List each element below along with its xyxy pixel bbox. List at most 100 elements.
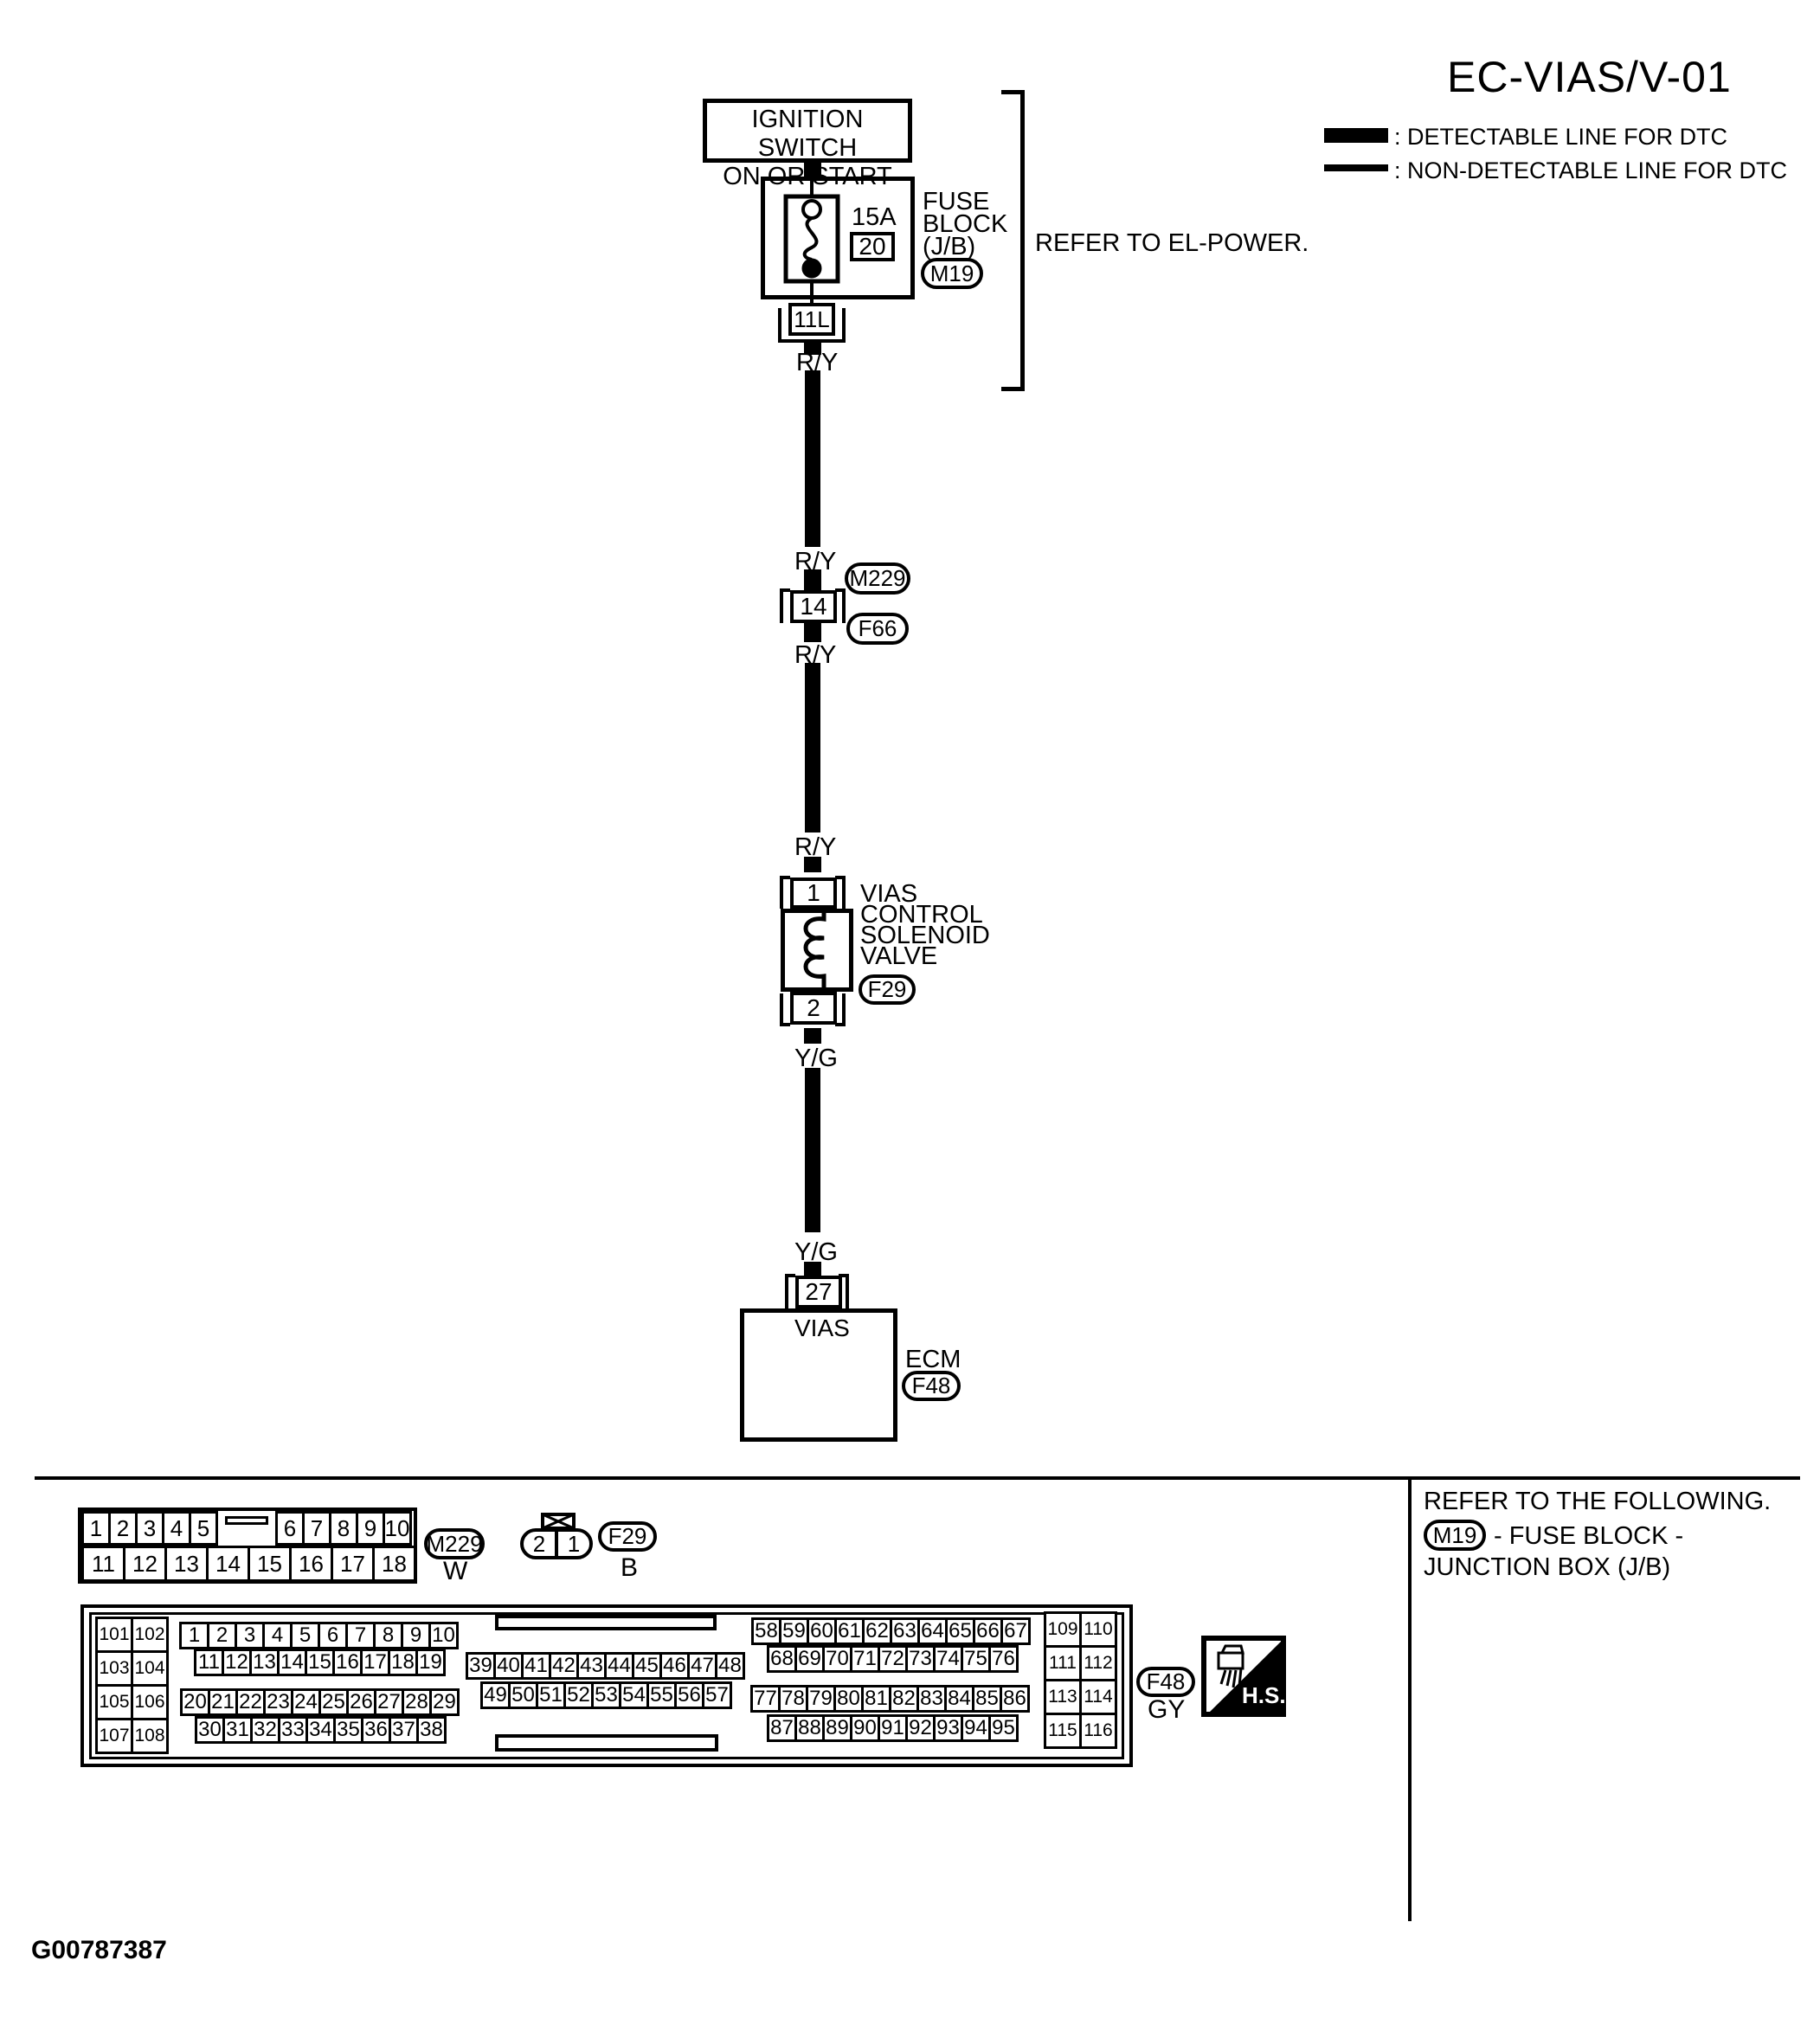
pin-cell: 102 — [131, 1617, 169, 1653]
connector-ref-m19: M19 — [921, 258, 983, 289]
pin-1-box: 1 — [790, 878, 837, 909]
pin-cell: 115 — [1044, 1713, 1082, 1749]
pin-cell: 9 — [356, 1511, 385, 1546]
pin-cell: 14 — [206, 1546, 250, 1582]
legend-non-detectable-label: : NON-DETECTABLE LINE FOR DTC — [1394, 158, 1788, 183]
connector-ref-m229-face: M229 — [424, 1528, 485, 1559]
pin-cell: 106 — [131, 1684, 169, 1720]
pin-cell: 17 — [331, 1546, 375, 1582]
connector-bracket-left — [780, 993, 790, 1026]
pin-cell: 93 — [933, 1714, 963, 1742]
pin-cell: 21 — [208, 1688, 238, 1716]
pin-cell: 110 — [1079, 1611, 1117, 1648]
pin-cell: 94 — [961, 1714, 991, 1742]
f29-pin-cell: 1 — [567, 1530, 581, 1557]
pin-cell: 73 — [905, 1645, 936, 1673]
pin-cell: 42 — [549, 1652, 579, 1680]
pin-cell: 32 — [250, 1716, 280, 1744]
pin-cell: 28 — [402, 1688, 432, 1716]
fuse-block-label2: BLOCK — [923, 210, 1008, 238]
refer-following-line1: REFER TO THE FOLLOWING. — [1424, 1488, 1772, 1515]
pin-cell: 40 — [493, 1652, 524, 1680]
pin-cell: 74 — [933, 1645, 963, 1673]
pin-cell: 39 — [466, 1652, 496, 1680]
pin-cell: 109 — [1044, 1611, 1082, 1648]
f29-pin-cell: 2 — [524, 1532, 558, 1556]
pin-cell: 89 — [822, 1714, 852, 1742]
pin-cell: 101 — [95, 1617, 133, 1653]
pin-cell: 33 — [278, 1716, 308, 1744]
pin-cell: 105 — [95, 1684, 133, 1720]
legend-thick-line — [1324, 128, 1388, 143]
pin-cell: 46 — [659, 1652, 690, 1680]
connector-ref-m229: M229 — [845, 562, 910, 595]
connector-bracket-left — [780, 876, 790, 909]
pin-cell: 35 — [333, 1716, 363, 1744]
pin-cell: 36 — [361, 1716, 391, 1744]
pin-cell: 76 — [988, 1645, 1019, 1673]
pin-cell: 86 — [1000, 1685, 1030, 1713]
f48-connector-outline-inner — [89, 1612, 1124, 1759]
pin-cell: 67 — [1000, 1617, 1031, 1645]
wire-stub — [804, 857, 821, 872]
ignition-switch-box: IGNITION SWITCH ON OR START — [703, 99, 912, 190]
pin-cell: 1 — [81, 1511, 111, 1546]
refer-following-line3: JUNCTION BOX (J/B) — [1424, 1553, 1671, 1581]
pin-cell: 63 — [890, 1617, 920, 1645]
refer-following-line2: - FUSE BLOCK - — [1494, 1522, 1684, 1550]
pin-cell: 59 — [779, 1617, 809, 1645]
pin-cell: 10 — [383, 1511, 412, 1546]
fuse-number-box: 20 — [850, 232, 895, 261]
pin-cell: 70 — [822, 1645, 852, 1673]
connector-ref-f66: F66 — [846, 613, 909, 645]
pin-cell: 92 — [905, 1714, 936, 1742]
fuse-icon — [783, 194, 840, 284]
pin-cell: 38 — [416, 1716, 447, 1744]
pin-cell: 72 — [878, 1645, 908, 1673]
fuse-block-box — [761, 177, 915, 299]
pin-cell: 81 — [861, 1685, 891, 1713]
pin-cell: 18 — [372, 1546, 416, 1582]
pin-cell: 1 — [179, 1622, 209, 1649]
pin-cell: 116 — [1079, 1713, 1117, 1749]
pin-cell: 88 — [794, 1714, 825, 1742]
wire-stub — [804, 569, 821, 590]
connector-ref-m19-footer: M19 — [1424, 1520, 1486, 1551]
refer-bracket-tick-top — [1001, 90, 1025, 94]
refer-bracket-tick-bottom — [1001, 387, 1025, 391]
pin-cell: 26 — [346, 1688, 376, 1716]
pin-cell: 43 — [576, 1652, 607, 1680]
pin-cell: 4 — [262, 1622, 293, 1649]
pin-11l-box: 11L — [788, 303, 835, 336]
pin-cell: 25 — [318, 1688, 349, 1716]
wire-stub — [804, 1028, 821, 1044]
pin-cell: 82 — [889, 1685, 919, 1713]
f48-top-tab — [495, 1615, 717, 1630]
wire-stub — [804, 1262, 821, 1276]
vertical-divider — [1408, 1476, 1412, 1921]
fuse-block-label1: FUSE — [923, 188, 990, 215]
pin-cell: 75 — [961, 1645, 991, 1673]
pin-cell: 112 — [1079, 1645, 1117, 1681]
pin-cell: 29 — [429, 1688, 460, 1716]
f48-bottom-tab — [495, 1734, 718, 1752]
solenoid-label3: SOLENOID — [860, 922, 990, 949]
pin-cell: 104 — [131, 1650, 169, 1687]
pin-cell: 80 — [833, 1685, 864, 1713]
pin-cell: 13 — [164, 1546, 209, 1582]
wire-stub — [804, 623, 821, 642]
